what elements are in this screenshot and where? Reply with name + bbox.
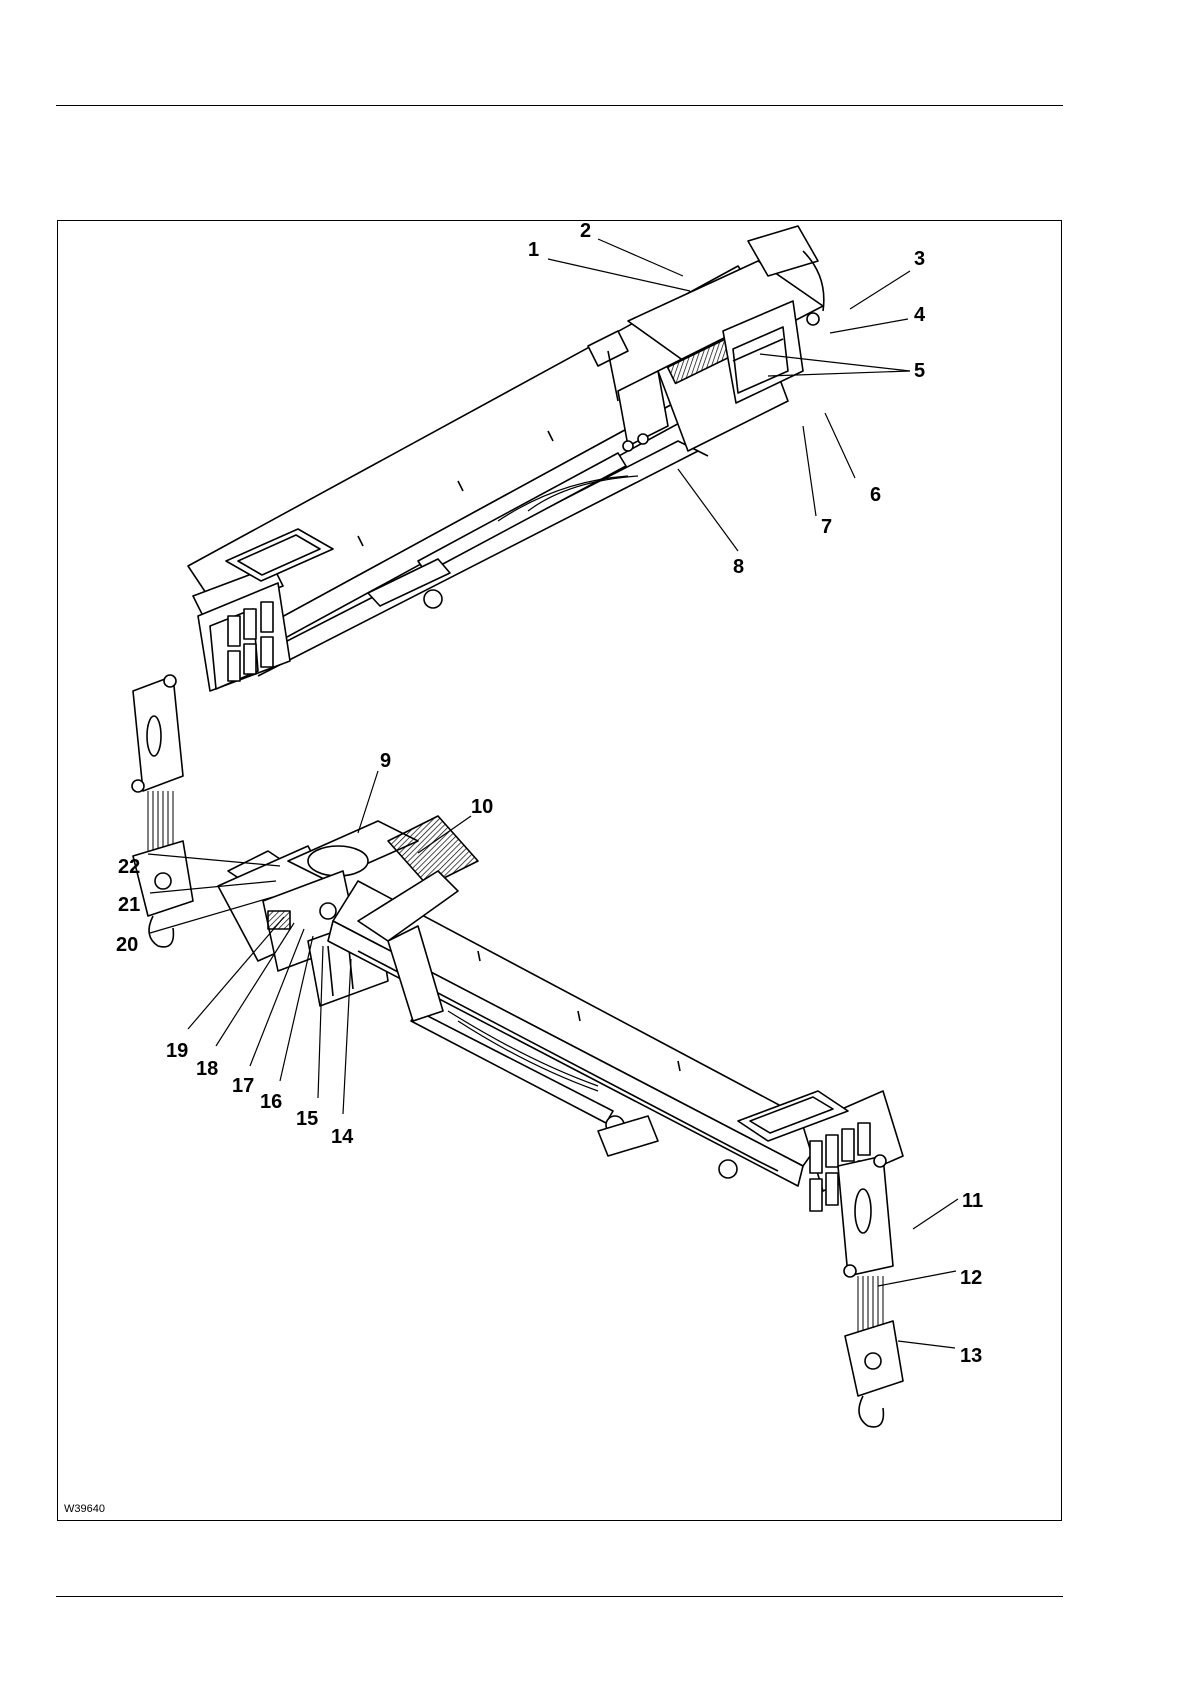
- callout-10: 10: [471, 797, 493, 817]
- callout-22: 22: [118, 857, 140, 877]
- figure-code: W39640: [64, 1503, 105, 1515]
- callout-7: 7: [821, 517, 832, 537]
- callout-3: 3: [914, 249, 925, 269]
- callout-13: 13: [960, 1346, 982, 1366]
- callout-15: 15: [296, 1109, 318, 1129]
- callout-18: 18: [196, 1059, 218, 1079]
- callout-4: 4: [914, 305, 925, 325]
- crane-boom-illustration: [58, 221, 1062, 1521]
- callout-2: 2: [580, 221, 591, 241]
- callout-9: 9: [380, 751, 391, 771]
- callout-17: 17: [232, 1076, 254, 1096]
- callout-12: 12: [960, 1268, 982, 1288]
- callout-1: 1: [528, 240, 539, 260]
- callout-16: 16: [260, 1092, 282, 1112]
- footer-rule: [56, 1596, 1063, 1597]
- figure-frame: 1 2 3 4 5 6 7 8 9 10 11 12 13 14 15 16 1…: [57, 220, 1062, 1521]
- lower-boom-view: [218, 816, 903, 1427]
- callout-8: 8: [733, 557, 744, 577]
- upper-boom-view: [132, 226, 824, 947]
- callout-5: 5: [914, 361, 925, 381]
- header-rule: [56, 105, 1063, 106]
- callout-11: 11: [962, 1191, 983, 1211]
- callout-6: 6: [870, 485, 881, 505]
- callout-20: 20: [116, 935, 138, 955]
- callout-14: 14: [331, 1127, 353, 1147]
- callout-21: 21: [118, 895, 140, 915]
- callout-19: 19: [166, 1041, 188, 1061]
